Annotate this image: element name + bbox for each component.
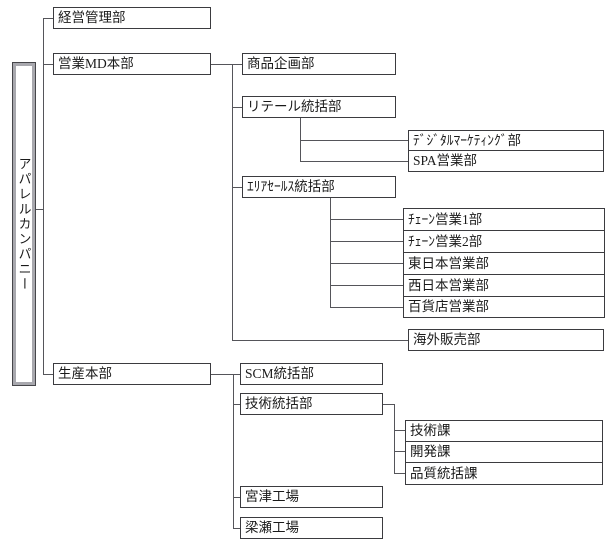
connector-management — [43, 18, 53, 19]
connector-tech-supervision — [233, 404, 240, 405]
node-retail-supervision-dept: リテール統括部 — [242, 96, 396, 118]
node-apparel-company-root: アパレルカンパニー — [12, 62, 36, 386]
trunk-retail — [300, 118, 301, 161]
node-label: ﾃﾞｼﾞﾀﾙﾏｰｹﾃｨﾝｸﾞ部 — [413, 132, 521, 148]
connector-development-section — [394, 451, 405, 452]
node-label: 開発課 — [410, 444, 451, 460]
node-label: リテール統括部 — [247, 99, 342, 115]
connector-chain2 — [330, 241, 403, 242]
node-label: SPA営業部 — [413, 153, 478, 169]
node-west-japan-sales-dept: 西日本営業部 — [403, 274, 605, 297]
node-sales-md-division: 営業MD本部 — [53, 53, 211, 75]
node-product-planning-dept: 商品企画部 — [242, 53, 396, 75]
node-quality-control-section: 品質統括課 — [405, 462, 603, 485]
node-spa-sales-dept: SPA営業部 — [408, 150, 604, 172]
node-technology-supervision-dept: 技術統括部 — [240, 393, 383, 415]
node-scm-supervision-dept: SCM統括部 — [240, 363, 383, 385]
connector-root — [36, 209, 43, 210]
node-label: ﾁｪｰﾝ営業2部 — [408, 233, 483, 249]
node-corporate-management-dept: 経営管理部 — [53, 7, 211, 29]
node-label: 東日本営業部 — [408, 255, 489, 271]
node-label: 生産本部 — [58, 366, 112, 382]
node-chain-sales-dept-2: ﾁｪｰﾝ営業2部 — [403, 230, 605, 253]
node-label: 技術統括部 — [245, 396, 313, 412]
connector-overseas — [232, 340, 408, 341]
connector-production-to-scm — [211, 374, 240, 375]
trunk-sales-md — [232, 64, 233, 340]
node-digital-marketing-dept: ﾃﾞｼﾞﾀﾙﾏｰｹﾃｨﾝｸﾞ部 — [408, 130, 604, 151]
node-technology-section: 技術課 — [405, 420, 603, 442]
connector-area-sales — [232, 187, 242, 188]
company-name-label: アパレルカンパニー — [16, 156, 32, 292]
connector-quality-section — [394, 473, 405, 474]
connector-east-japan — [330, 263, 403, 264]
node-label: 営業MD本部 — [58, 56, 134, 72]
connector-retail — [232, 107, 242, 108]
node-label: 経営管理部 — [58, 10, 126, 26]
node-development-section: 開発課 — [405, 441, 603, 463]
node-label: 商品企画部 — [247, 56, 315, 72]
connector-yanase — [233, 528, 240, 529]
node-label: 西日本営業部 — [408, 277, 489, 293]
node-miyazu-factory: 宮津工場 — [240, 486, 383, 508]
connector-tech-feeder — [383, 404, 394, 405]
node-label: 宮津工場 — [245, 489, 299, 505]
trunk-area-sales — [330, 198, 331, 307]
node-label: 梁瀬工場 — [245, 520, 299, 536]
connector-tech-section — [394, 430, 405, 431]
node-overseas-sales-dept: 海外販売部 — [408, 329, 604, 351]
node-label: SCM統括部 — [245, 366, 315, 382]
node-label: 海外販売部 — [413, 332, 481, 348]
connector-production — [43, 374, 53, 375]
node-label: 技術課 — [410, 423, 451, 439]
node-label: 百貨店営業部 — [408, 299, 489, 315]
node-chain-sales-dept-1: ﾁｪｰﾝ営業1部 — [403, 208, 605, 231]
connector-west-japan — [330, 285, 403, 286]
node-production-division: 生産本部 — [53, 363, 211, 385]
connector-chain1 — [330, 219, 403, 220]
trunk-production — [233, 374, 234, 528]
connector-spa-sales — [300, 161, 408, 162]
connector-sales-md — [43, 64, 53, 65]
connector-department-store — [330, 307, 403, 308]
node-department-store-sales-dept: 百貨店営業部 — [403, 296, 605, 318]
node-label: ﾁｪｰﾝ営業1部 — [408, 211, 483, 227]
connector-miyazu — [233, 497, 240, 498]
node-yanase-factory: 梁瀬工場 — [240, 517, 383, 539]
connector-salesmd-to-product-planning — [211, 64, 242, 65]
trunk-main — [43, 18, 44, 375]
connector-digital-marketing — [300, 140, 408, 141]
node-label: ｴﾘｱｾｰﾙｽ統括部 — [247, 179, 335, 195]
node-east-japan-sales-dept: 東日本営業部 — [403, 252, 605, 275]
node-area-sales-supervision-dept: ｴﾘｱｾｰﾙｽ統括部 — [242, 176, 396, 198]
trunk-technology — [394, 404, 395, 473]
node-label: 品質統括課 — [410, 465, 478, 481]
